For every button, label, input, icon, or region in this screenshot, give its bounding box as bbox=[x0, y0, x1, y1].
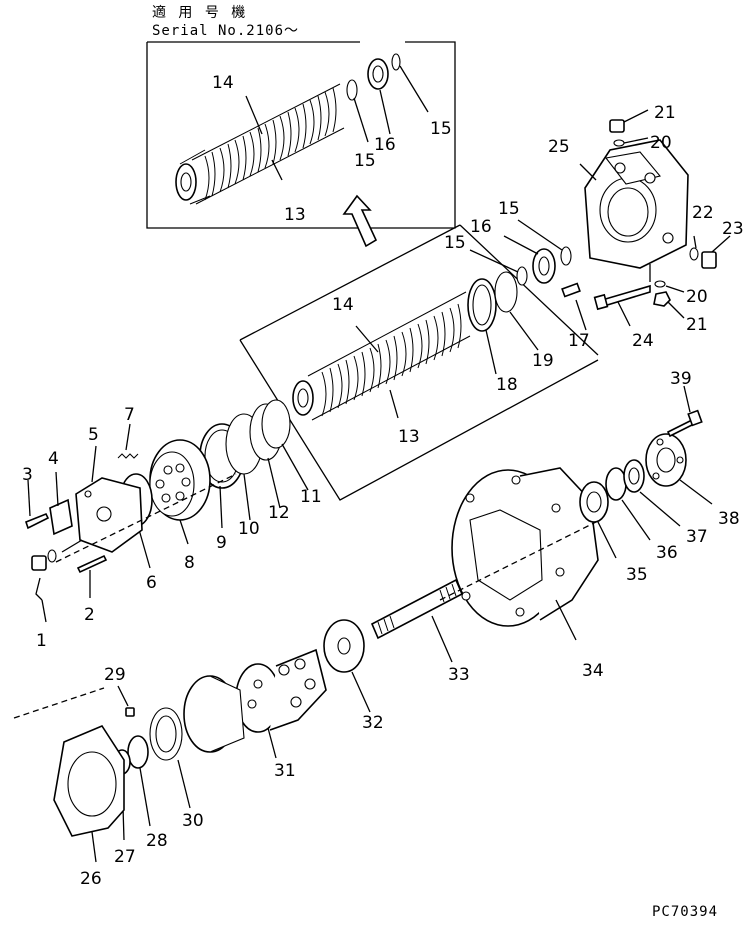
callout-23: 23 bbox=[722, 219, 744, 239]
callout-21-top: 21 bbox=[654, 103, 676, 123]
pin-17 bbox=[561, 282, 587, 331]
callout-8: 8 bbox=[184, 553, 195, 573]
callout-25: 25 bbox=[548, 137, 570, 157]
callout-17: 17 bbox=[568, 331, 590, 351]
callout-12: 12 bbox=[268, 503, 290, 523]
callout-6: 6 bbox=[146, 573, 157, 593]
bolt-24 bbox=[593, 264, 685, 327]
callout-32: 32 bbox=[362, 713, 384, 733]
bearing-30 bbox=[149, 675, 245, 809]
bolt-3 bbox=[25, 479, 50, 530]
callout-16-inset: 16 bbox=[374, 135, 396, 155]
callout-21-bottom: 21 bbox=[686, 315, 708, 335]
callout-31: 31 bbox=[274, 761, 296, 781]
seal-37 bbox=[623, 459, 681, 527]
callout-18: 18 bbox=[496, 375, 518, 395]
callout-16-main: 16 bbox=[470, 217, 492, 237]
assembly-line-upper bbox=[55, 473, 237, 563]
callout-28: 28 bbox=[146, 831, 168, 851]
bolt-2 bbox=[76, 554, 108, 598]
callout-14-main: 14 bbox=[332, 295, 354, 315]
callout-11: 11 bbox=[300, 487, 322, 507]
callout-13-inset: 13 bbox=[284, 205, 306, 225]
gasket-26 bbox=[13, 687, 125, 863]
callout-26: 26 bbox=[80, 869, 102, 889]
callout-13-main: 13 bbox=[398, 427, 420, 447]
drawing-number: PC70394 bbox=[652, 904, 719, 920]
callout-15-inset-left: 15 bbox=[354, 151, 376, 171]
bearing-group-main bbox=[469, 219, 572, 286]
callout-27: 27 bbox=[114, 847, 136, 867]
callout-15-main-right: 15 bbox=[498, 199, 520, 219]
callout-15-inset-right: 15 bbox=[430, 119, 452, 139]
housing-25 bbox=[579, 139, 689, 269]
callout-9: 9 bbox=[216, 533, 227, 553]
callout-33: 33 bbox=[448, 665, 470, 685]
callout-34: 34 bbox=[582, 661, 604, 681]
serial-number-range: Serial No.2106～ bbox=[152, 23, 300, 39]
main-plate-stack bbox=[292, 291, 471, 421]
callout-20-top: 20 bbox=[650, 133, 672, 153]
plug-21-20-top bbox=[609, 109, 649, 147]
callout-1: 1 bbox=[36, 631, 47, 651]
plate-32 bbox=[323, 619, 371, 713]
rings-9-12 bbox=[199, 399, 309, 529]
retainer-28 bbox=[127, 735, 151, 827]
applicable-serial-heading: 適 用 号 機 bbox=[152, 5, 248, 21]
cover-38 bbox=[645, 433, 713, 505]
pin-29 bbox=[117, 685, 135, 717]
inset-variant-box bbox=[146, 41, 456, 229]
cover-5 bbox=[75, 445, 143, 553]
callout-30: 30 bbox=[182, 811, 204, 831]
nameplate-4 bbox=[49, 471, 73, 536]
shaft-33 bbox=[370, 578, 464, 663]
motor-case-34 bbox=[451, 467, 599, 641]
callout-10: 10 bbox=[238, 519, 260, 539]
serial-applicability-note: 適 用 号 機 Serial No.2106～ bbox=[152, 4, 299, 40]
callout-19: 19 bbox=[532, 351, 554, 371]
cylinder-block-31 bbox=[235, 648, 327, 759]
callout-24: 24 bbox=[632, 331, 654, 351]
callout-5: 5 bbox=[88, 425, 99, 445]
callout-3: 3 bbox=[22, 465, 33, 485]
callout-37: 37 bbox=[686, 527, 708, 547]
callout-14-inset: 14 bbox=[212, 73, 234, 93]
bearing-35 bbox=[579, 481, 617, 559]
callout-4: 4 bbox=[48, 449, 59, 469]
variant-arrow-icon bbox=[342, 194, 378, 248]
callout-29: 29 bbox=[104, 665, 126, 685]
callout-35: 35 bbox=[626, 565, 648, 585]
plate-8 bbox=[149, 439, 211, 545]
callout-7: 7 bbox=[124, 405, 135, 425]
bolt-39 bbox=[666, 385, 703, 438]
assembly-line-lower-left bbox=[61, 539, 83, 553]
plate-group-box bbox=[239, 224, 599, 501]
callout-36: 36 bbox=[656, 543, 678, 563]
callout-39: 39 bbox=[670, 369, 692, 389]
rings-18-19 bbox=[467, 271, 539, 375]
plug-22-23 bbox=[689, 235, 731, 269]
inset-plate-stack bbox=[175, 53, 429, 205]
callout-38: 38 bbox=[718, 509, 740, 529]
callout-15-main-left: 15 bbox=[444, 233, 466, 253]
callout-22: 22 bbox=[692, 203, 714, 223]
callout-2: 2 bbox=[84, 605, 95, 625]
spring-7 bbox=[117, 423, 139, 459]
plug-1 bbox=[31, 549, 57, 623]
callout-20-bottom: 20 bbox=[686, 287, 708, 307]
